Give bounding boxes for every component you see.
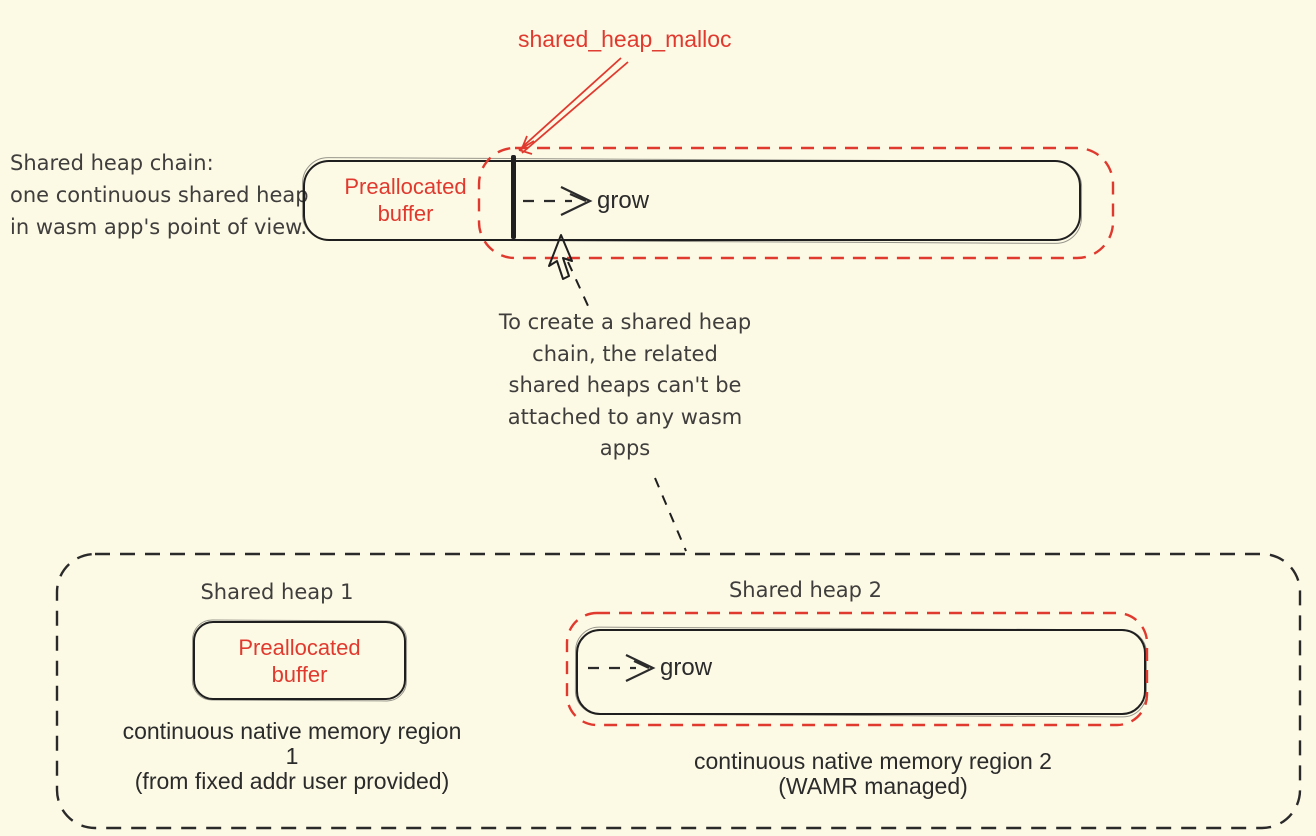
heap2-grow-label: grow	[660, 654, 713, 681]
note-line: one continuous shared heap	[10, 183, 309, 207]
heap1-prealloc-box: Preallocated buffer	[193, 621, 406, 700]
note-line: To create a shared heap	[498, 310, 752, 334]
heap1-prealloc-label: Preallocated buffer	[238, 634, 360, 688]
note-line: shared heaps can't be	[508, 373, 742, 397]
heap1-title: Shared heap 1	[200, 580, 354, 604]
note-line: in wasm app's point of view.	[10, 215, 308, 239]
chain-grow-label: grow	[597, 187, 650, 214]
heap2-title: Shared heap 2	[728, 578, 883, 602]
leader-line-cursor-to-note	[567, 261, 590, 309]
caption-line: continuous native memory region 1	[122, 718, 462, 769]
caption-line: (from fixed addr user provided)	[134, 768, 450, 794]
note-line: attached to any wasm	[507, 404, 743, 429]
caption-line: continuous native memory region 2	[694, 748, 1052, 774]
prealloc-line: buffer	[271, 661, 328, 687]
prealloc-line: Preallocated	[344, 174, 467, 199]
chain-constraint-note: To create a shared heap chain, the relat…	[470, 307, 780, 465]
heap2-caption: continuous native memory region 2 (WAMR …	[693, 749, 1053, 799]
leader-line-note-to-group	[654, 477, 687, 552]
prealloc-line: Preallocated	[238, 634, 361, 660]
note-line: apps	[599, 436, 651, 460]
malloc-arrow	[518, 57, 629, 155]
caption-line: (WAMR managed)	[778, 773, 968, 799]
malloc-function-label: shared_heap_malloc	[518, 26, 732, 52]
heap-boundary-bar	[511, 155, 516, 239]
prealloc-line: buffer	[377, 201, 434, 226]
cursor-icon	[548, 234, 573, 280]
note-line: Shared heap chain:	[10, 151, 214, 175]
note-line: chain, the related	[532, 341, 718, 366]
heap1-caption: continuous native memory region 1 (from …	[118, 719, 466, 794]
chain-description-note: Shared heap chain: one continuous shared…	[10, 147, 309, 243]
chain-prealloc-label: Preallocated buffer	[313, 173, 498, 227]
